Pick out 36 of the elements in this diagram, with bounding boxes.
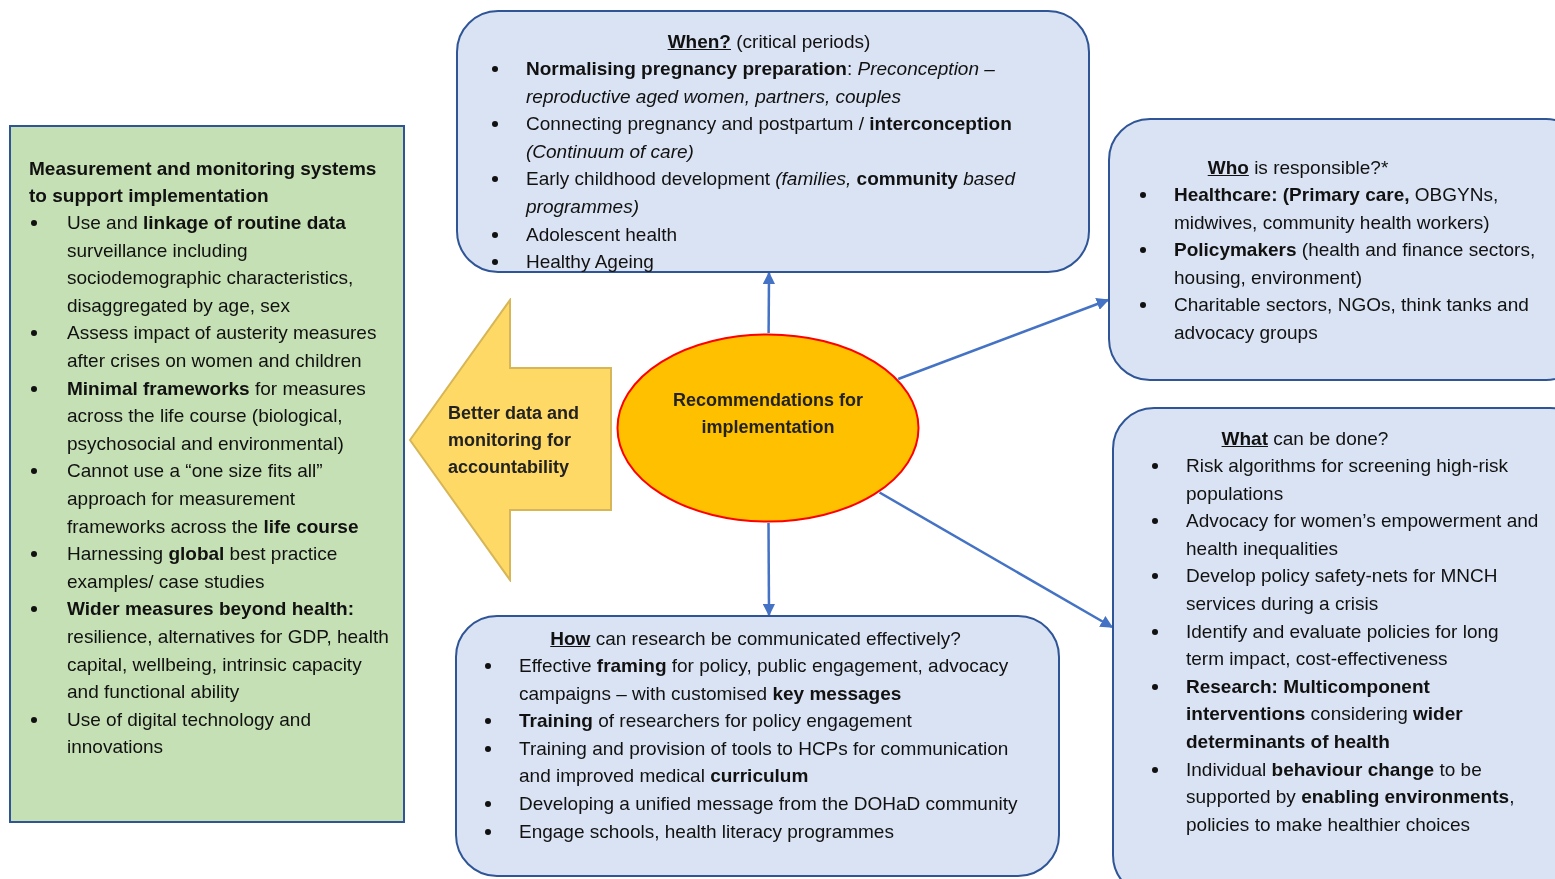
- bullet-text: Engage schools, health literacy programmes: [483, 817, 1038, 846]
- arrow: [762, 271, 776, 333]
- arrow: [762, 523, 776, 617]
- bullet-text: Healthcare: (Primary care, OBGYNs, midwives, community health workers): [1138, 181, 1536, 237]
- center-label: Recommendations for implementation: [672, 389, 864, 439]
- info-box: [455, 615, 1060, 877]
- info-box: [456, 10, 1090, 273]
- bullet-text: Use of digital technology and innovations: [29, 705, 393, 761]
- box-heading: What can be done?: [1220, 427, 1390, 451]
- bullet-text: Early childhood development (families, community based programmes): [490, 165, 1058, 221]
- arrow: [878, 491, 1114, 629]
- info-box: [9, 125, 405, 823]
- bullet-text: Developing a unified message from the DOHaD community: [483, 789, 1038, 818]
- bullet-text: Training and provision of tools to HCPs for communication and improved medical curriculum: [483, 734, 1038, 790]
- info-box: [1108, 118, 1555, 381]
- box-heading: When? (critical periods): [666, 30, 872, 54]
- bullet-text: Training of researchers for policy engagement: [483, 707, 1038, 735]
- box-heading: Who is responsible?*: [1206, 156, 1390, 180]
- bullet-text: Risk algorithms for screening high-risk populations: [1150, 452, 1540, 508]
- bullet-text: Wider measures beyond health: resilience, alternatives for GDP, health capital, wellbeing, intrinsic capacity and functional ability: [29, 595, 393, 706]
- bullet-text: Use and linkage of routine data surveillance including sociodemographic characteristics, disaggregated by age, sex: [29, 209, 393, 320]
- bullet-text: Advocacy for women’s empowerment and health inequalities: [1150, 507, 1540, 563]
- arrow: [897, 298, 1110, 381]
- bullet-text: Healthy Ageing: [490, 248, 1058, 276]
- bullet-text: Connecting pregnancy and postpartum / interconception (Continuum of care): [490, 110, 1058, 166]
- bullet-text: Individual behaviour change to be supported by enabling environments, policies to make healthier choices: [1150, 755, 1540, 839]
- arrow-label: Better data and monitoring for accountability: [448, 402, 581, 479]
- info-box: [1112, 407, 1555, 879]
- bullet-text: Policymakers (health and finance sectors, housing, environment): [1138, 236, 1536, 292]
- bullet-text: Charitable sectors, NGOs, think tanks and advocacy groups: [1138, 291, 1536, 347]
- box-heading: How can research be communicated effectively?: [549, 627, 962, 651]
- bullet-text: Develop policy safety-nets for MNCH services during a crisis: [1150, 562, 1540, 618]
- bullet-text: Harnessing global best practice examples/ case studies: [29, 540, 393, 596]
- bullet-text: Minimal frameworks for measures across the life course (biological, psychosocial and environmental): [29, 374, 393, 458]
- bullet-text: Identify and evaluate policies for long term impact, cost-effectiveness: [1150, 617, 1540, 673]
- bullet-text: Adolescent health: [490, 220, 1058, 249]
